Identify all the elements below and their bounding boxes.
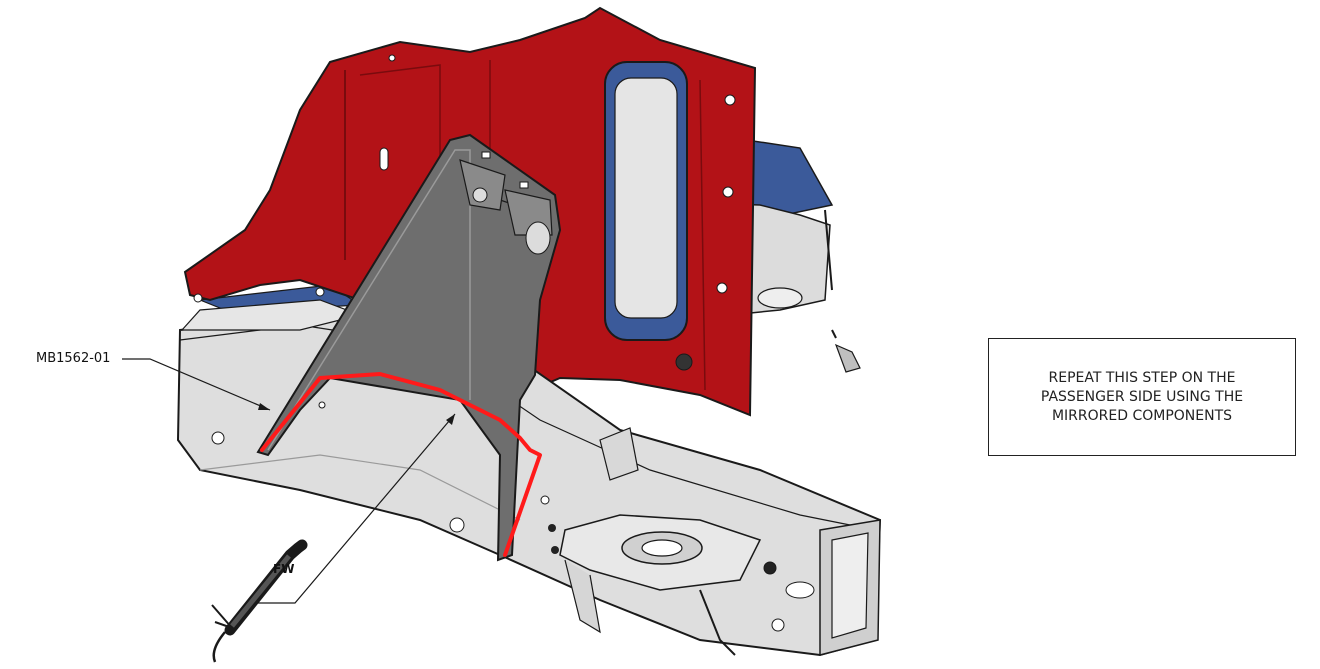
welding-torch-icon — [211, 539, 308, 663]
loose-clip — [834, 343, 861, 373]
weld-symbol-label: FW — [273, 562, 295, 576]
weld-bead — [260, 372, 542, 557]
instruction-note-text: REPEAT THIS STEP ON THE PASSENGER SIDE U… — [1041, 369, 1243, 426]
part-number-label: MB1562-01 — [36, 351, 111, 366]
weld-leader-line — [258, 413, 456, 604]
note-line: REPEAT THIS STEP ON THE — [1048, 369, 1236, 386]
gusset-part — [256, 133, 562, 562]
note-line: MIRRORED COMPONENTS — [1051, 407, 1233, 424]
instruction-note-box: REPEAT THIS STEP ON THE PASSENGER SIDE U… — [988, 338, 1296, 456]
note-line: PASSENGER SIDE USING THE — [1040, 388, 1244, 405]
part-leader-line — [122, 358, 271, 411]
